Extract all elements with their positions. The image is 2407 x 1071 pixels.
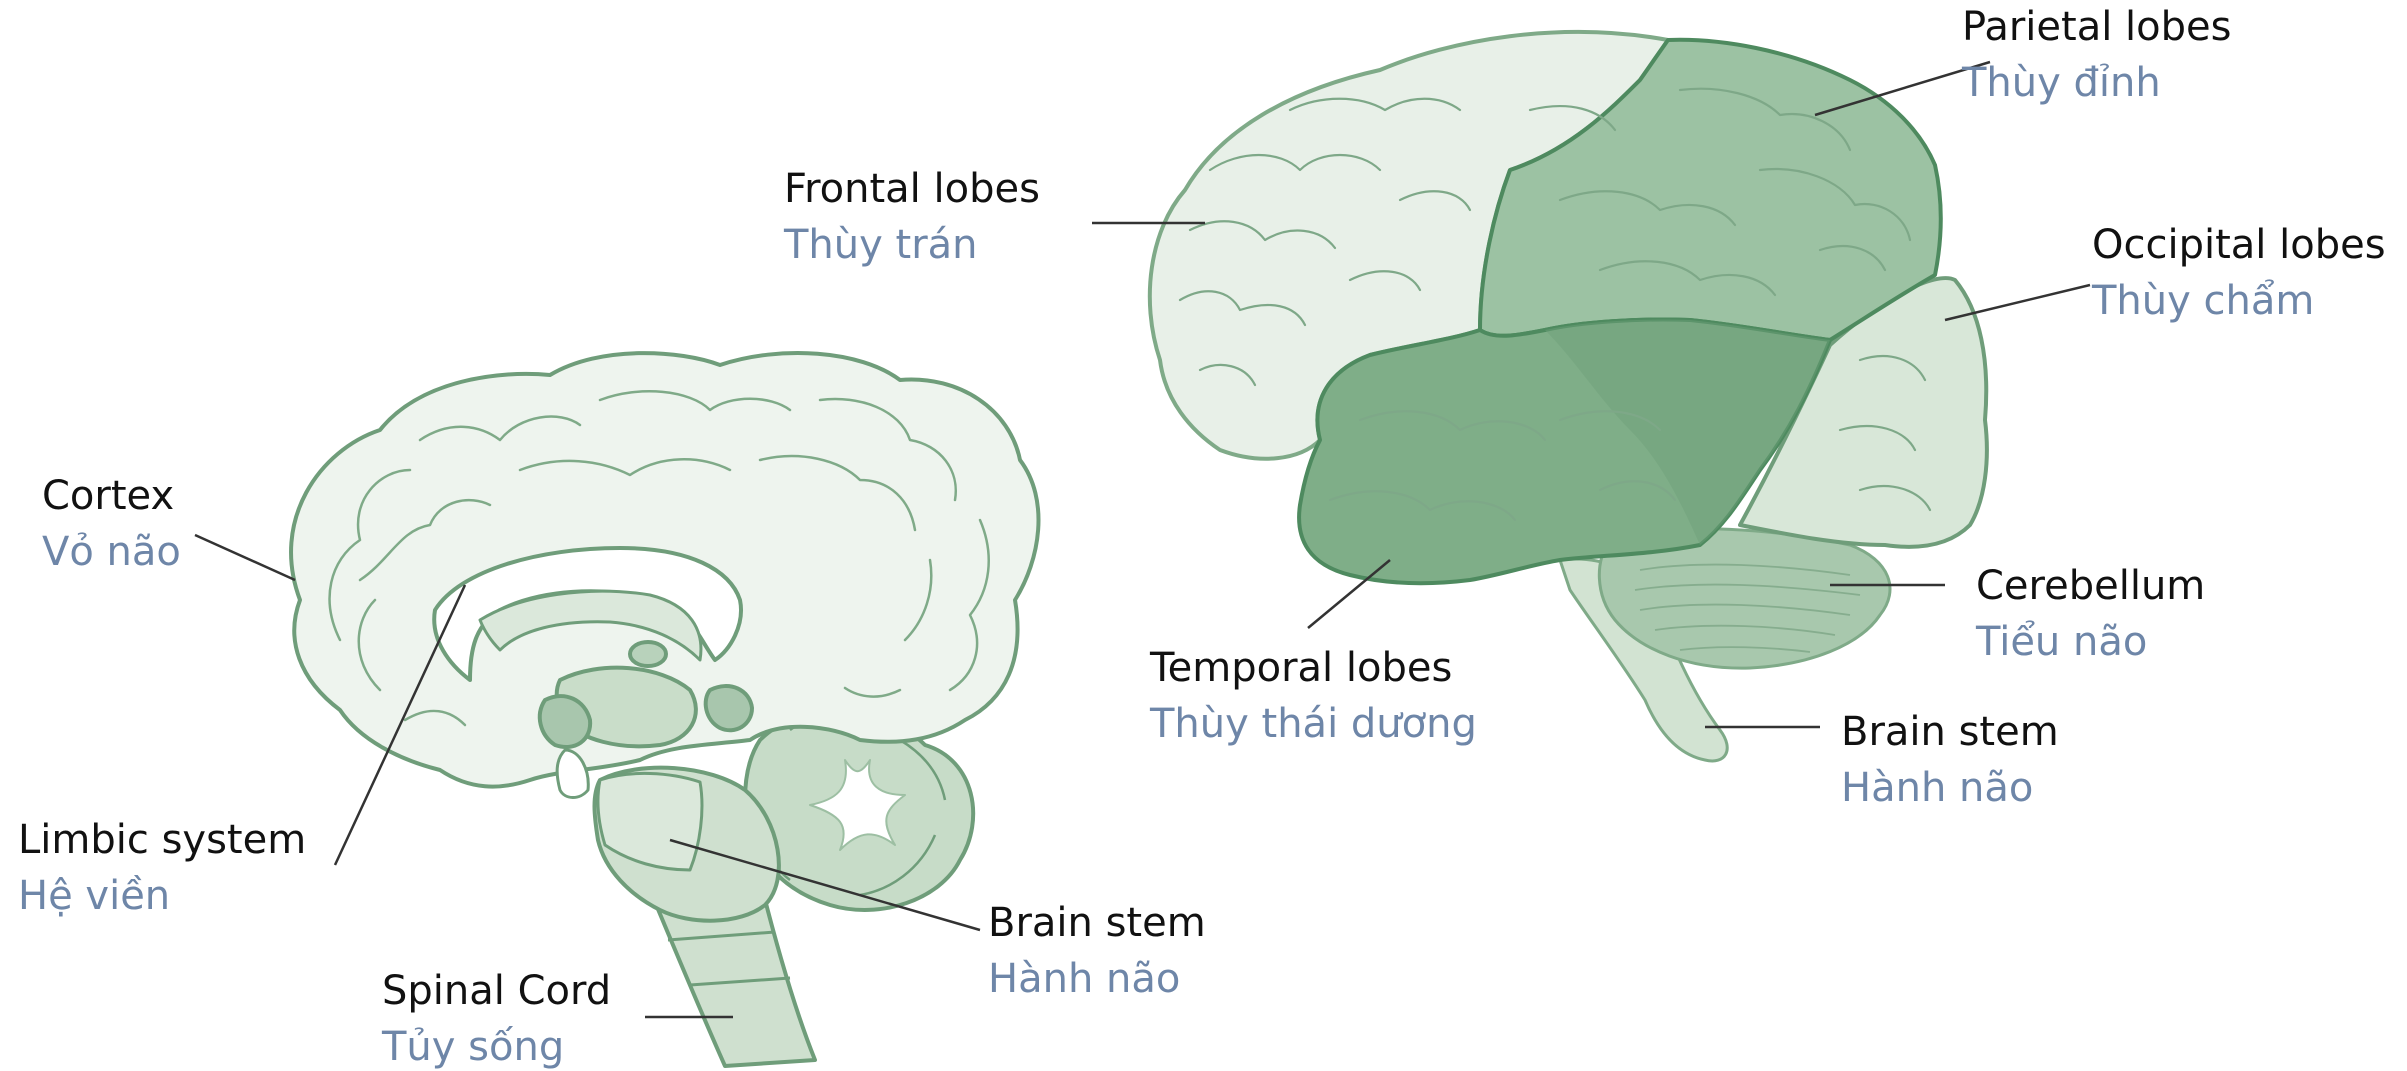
label-brainstem-lateral: Brain stem Hành não <box>1841 709 2059 811</box>
label-parietal-lobes-en: Parietal lobes <box>1962 4 2231 50</box>
label-occipital-lobes-en: Occipital lobes <box>2092 222 2386 268</box>
label-spinal-cord: Spinal Cord Tủy sống <box>382 968 611 1070</box>
label-spinal-cord-en: Spinal Cord <box>382 968 611 1014</box>
label-cerebellum-vi: Tiểu não <box>1976 619 2205 665</box>
label-temporal-lobes-vi: Thùy thái dương <box>1150 701 1477 747</box>
label-brainstem-lateral-en: Brain stem <box>1841 709 2059 755</box>
leader-cortex <box>195 535 295 580</box>
label-temporal-lobes: Temporal lobes Thùy thái dương <box>1150 645 1477 747</box>
label-limbic-system: Limbic system Hệ viền <box>18 817 306 919</box>
label-parietal-lobes: Parietal lobes Thùy đỉnh <box>1962 4 2231 106</box>
label-limbic-system-en: Limbic system <box>18 817 306 863</box>
medial-mammillary <box>630 642 666 666</box>
label-cortex-vi: Vỏ não <box>42 529 181 575</box>
label-frontal-lobes-vi: Thùy trán <box>784 222 1040 268</box>
label-frontal-lobes: Frontal lobes Thùy trán <box>784 166 1040 268</box>
label-spinal-cord-vi: Tủy sống <box>382 1024 611 1070</box>
label-brainstem-medial-en: Brain stem <box>988 900 1206 946</box>
label-temporal-lobes-en: Temporal lobes <box>1150 645 1477 691</box>
label-cerebellum-en: Cerebellum <box>1976 563 2205 609</box>
label-brainstem-medial-vi: Hành não <box>988 956 1206 1002</box>
label-brainstem-medial: Brain stem Hành não <box>988 900 1206 1002</box>
label-occipital-lobes-vi: Thùy chẩm <box>2092 278 2386 324</box>
label-parietal-lobes-vi: Thùy đỉnh <box>1962 60 2231 106</box>
label-limbic-system-vi: Hệ viền <box>18 873 306 919</box>
label-cerebellum: Cerebellum Tiểu não <box>1976 563 2205 665</box>
label-occipital-lobes: Occipital lobes Thùy chẩm <box>2092 222 2386 324</box>
label-brainstem-lateral-vi: Hành não <box>1841 765 2059 811</box>
label-cortex: Cortex Vỏ não <box>42 473 181 575</box>
medial-hypothalamus <box>540 696 590 747</box>
label-frontal-lobes-en: Frontal lobes <box>784 166 1040 212</box>
medial-brain-view <box>291 353 1038 1066</box>
medial-amygdala <box>706 686 752 730</box>
label-cortex-en: Cortex <box>42 473 181 519</box>
